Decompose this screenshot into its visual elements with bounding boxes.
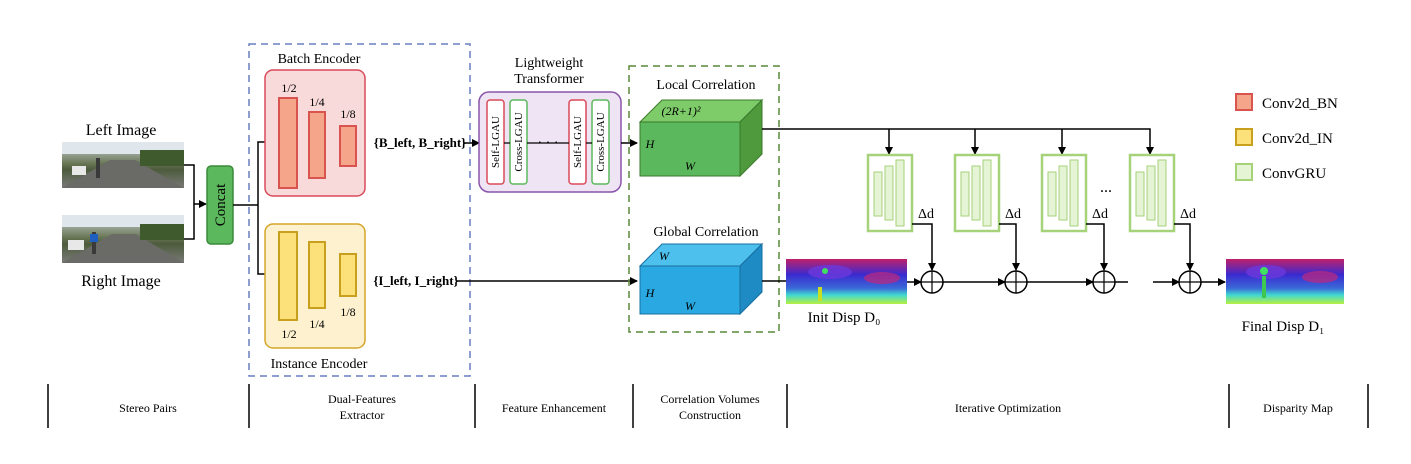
sum-node-2: [1004, 270, 1028, 294]
legend-label-conv2d-bn: Conv2d_BN: [1262, 96, 1338, 112]
transformer-dots: · · ·: [538, 136, 559, 151]
delta-label-1: Δd: [918, 207, 934, 222]
instance-scale-quarter: 1/4: [309, 317, 324, 331]
batch-scale-quarter: 1/4: [309, 95, 324, 109]
legend-label-conv2d-in: Conv2d_IN: [1262, 131, 1333, 147]
stage-stereo-pairs: Stereo Pairs: [119, 401, 177, 415]
batch-scale-half: 1/2: [281, 81, 296, 95]
stage-disparity-map: Disparity Map: [1263, 401, 1333, 415]
local-correlation-cube: [638, 98, 764, 178]
dual-features-extractor-frame: [248, 43, 471, 377]
instance-encoder-title: Instance Encoder: [271, 357, 368, 372]
batch-encoder-title: Batch Encoder: [278, 52, 361, 67]
left-image-label: Left Image: [86, 122, 157, 139]
stage-dual-features-line2: Extractor: [340, 408, 385, 422]
local-h-label: H: [645, 137, 656, 151]
stage-feature-enhancement: Feature Enhancement: [502, 401, 607, 415]
global-h-label: H: [645, 286, 656, 300]
stage-dual-features-line1: Dual-Features: [328, 392, 396, 406]
left-image: [62, 142, 184, 188]
local-correlation-title: Local Correlation: [656, 78, 755, 93]
transformer-block: [478, 91, 622, 193]
delta-label-4: Δd: [1180, 207, 1196, 222]
concat-label: Concat: [213, 183, 229, 226]
right-image-label: Right Image: [81, 273, 161, 290]
sum-node-3: [1092, 270, 1116, 294]
stage-correlation-line2: Construction: [679, 408, 741, 422]
cross-lgau-2: Cross-LGAU: [595, 112, 607, 171]
iteration-ellipsis: ...: [1100, 179, 1112, 196]
global-w-top-label: W: [659, 249, 670, 263]
convgru-block-3: [1040, 153, 1088, 233]
legend: Conv2d_BN Conv2d_IN ConvGRU: [1235, 93, 1338, 182]
global-correlation-title: Global Correlation: [653, 225, 758, 240]
sum-node-4: [1178, 270, 1202, 294]
delta-label-2: Δd: [1005, 207, 1021, 222]
batch-scale-eighth: 1/8: [340, 107, 355, 121]
transformer-title-line2: Transformer: [514, 72, 584, 87]
instance-scale-eighth: 1/8: [340, 305, 355, 319]
local-w-label: W: [685, 159, 696, 173]
stage-iterative-optimization: Iterative Optimization: [955, 401, 1061, 415]
sum-node-1: [920, 270, 944, 294]
stage-dividers: [47, 384, 1369, 428]
right-image: [62, 215, 184, 263]
instance-features-label: {I_left, I_right}: [373, 273, 458, 288]
legend-label-convgru: ConvGRU: [1262, 166, 1326, 182]
final-disp-label: Final Disp D₁: [1242, 319, 1325, 335]
init-disparity-map: [786, 259, 907, 304]
self-lgau-1: Self-LGAU: [490, 116, 502, 168]
transformer-title-line1: Lightweight: [515, 56, 584, 71]
global-correlation-cube: [638, 242, 764, 316]
self-lgau-2: Self-LGAU: [572, 116, 584, 168]
init-disp-label: Init Disp D₀: [808, 310, 881, 326]
delta-label-3: Δd: [1092, 207, 1108, 222]
convgru-block-2: [953, 153, 1001, 233]
legend-swatch-conv2d-in: [1235, 128, 1253, 146]
global-w-label: W: [685, 299, 696, 313]
final-disparity-map: [1226, 259, 1344, 304]
instance-encoder: [264, 223, 366, 349]
legend-swatch-conv2d-bn: [1235, 93, 1253, 111]
concat-block: Concat: [206, 165, 234, 245]
cross-lgau-1: Cross-LGAU: [513, 112, 525, 171]
instance-scale-half: 1/2: [281, 327, 296, 341]
batch-features-label: {B_left, B_right}: [374, 135, 467, 150]
correlation-frame: [628, 65, 780, 333]
local-depth-label: (2R+1)²: [661, 104, 700, 118]
legend-swatch-convgru: [1235, 163, 1253, 181]
stage-correlation-line1: Correlation Volumes: [660, 392, 760, 406]
convgru-block-1: [866, 153, 914, 233]
batch-encoder: [264, 69, 366, 197]
convgru-block-4: [1128, 153, 1176, 233]
